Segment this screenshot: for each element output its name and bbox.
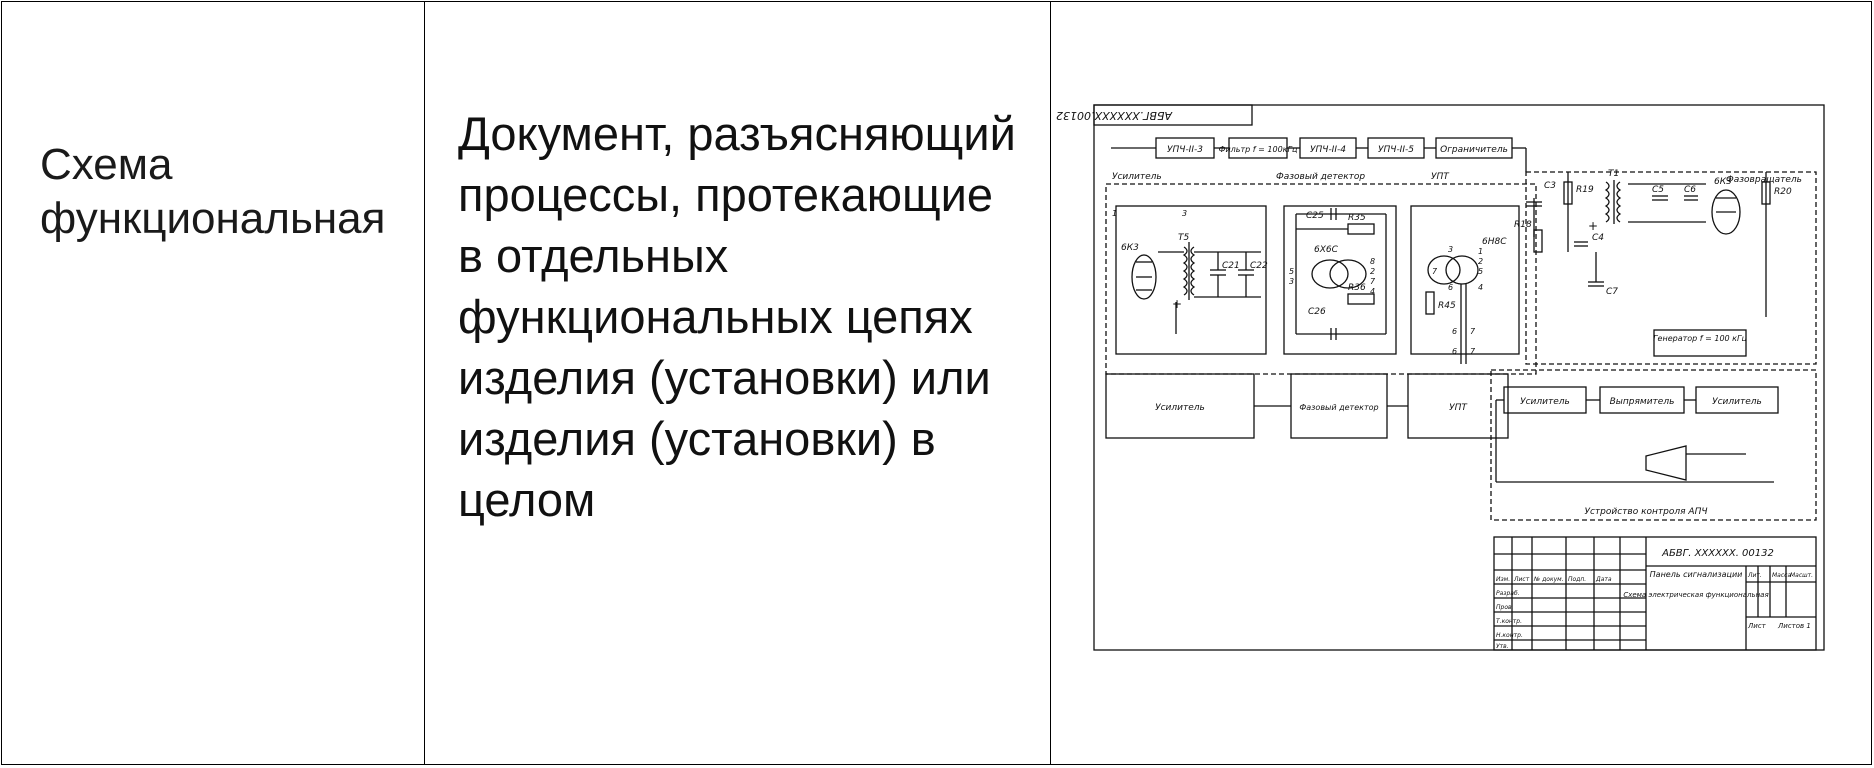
apc-block-amplifier-1: Усилитель (1520, 397, 1570, 407)
lower-block-amplifier: Усилитель (1155, 403, 1205, 413)
component-label: 6Н8С (1482, 237, 1507, 247)
chain-block-2: Фильтр f = 100кГц (1219, 145, 1298, 154)
component-label: 6Х6С (1314, 245, 1339, 255)
pin-label: 2 (1370, 267, 1375, 276)
title-block-role: Пров. (1496, 604, 1514, 611)
section-label-upt: УПТ (1431, 172, 1450, 182)
title-block-mass: Масса (1772, 572, 1791, 579)
column-divider-1 (424, 1, 425, 765)
schematic-drawing: АБВГ.XXXXXX.00132 УПЧ-II-3 Фильтр f = 10… (1056, 102, 1834, 662)
pin-label: 3 (1289, 277, 1294, 286)
component-label: C3 (1544, 181, 1556, 191)
pin-label: 7 (1470, 347, 1476, 356)
pin-label: 8 (1370, 257, 1375, 266)
schematic-svg: АБВГ.XXXXXX.00132 УПЧ-II-3 Фильтр f = 10… (1056, 104, 1825, 651)
component-label: R35 (1348, 213, 1366, 223)
title-block-sheets: Листов 1 (1777, 622, 1811, 630)
column-divider-2 (1050, 1, 1051, 765)
title-block-lit: Лит. (1747, 572, 1762, 579)
generator-label: Генератор f = 100 кГц (1653, 334, 1747, 343)
component-label: R36 (1348, 283, 1366, 293)
pin-label: 5 (1289, 267, 1294, 276)
term-cell: Схема функциональная (40, 140, 386, 243)
title-block-header: Лист (1513, 576, 1530, 583)
component-label: C6 (1684, 185, 1696, 195)
stamp-top-text: АБВГ.XXXXXX.00132 (1056, 109, 1173, 122)
component-label: 6К3 (1714, 177, 1732, 187)
component-label: C22 (1250, 261, 1268, 271)
lower-block-upt: УПТ (1449, 403, 1468, 413)
title-block-role: Н.контр. (1496, 632, 1523, 639)
title-block-role: Утв. (1496, 643, 1509, 650)
pin-label: 5 (1478, 267, 1483, 276)
pin-label: 7 (1432, 267, 1438, 276)
pin-label: 6 (1452, 327, 1457, 336)
section-label-phase-shifter: Фазовращатель (1726, 175, 1802, 185)
pin-label: 6 (1448, 283, 1453, 292)
title-block-doc-type: Схема электрическая функциональная (1623, 591, 1768, 599)
title-block-code: АБВГ. XXXXXX. 00132 (1661, 548, 1774, 559)
chain-block-1: УПЧ-II-3 (1167, 145, 1203, 155)
title-block-header: Изм. (1496, 576, 1510, 583)
pin-label: 6 (1452, 347, 1457, 356)
title-block-role: Разраб. (1496, 590, 1520, 597)
chain-block-4: УПЧ-II-5 (1378, 145, 1414, 155)
pin-label: 7 (1370, 277, 1376, 286)
component-label: R20 (1774, 187, 1792, 197)
component-label: T1 (1608, 169, 1619, 179)
drawing-frame (1093, 104, 1825, 651)
apc-block-rectifier: Выпрямитель (1610, 397, 1675, 407)
component-label: C26 (1308, 307, 1326, 317)
chain-block-3: УПЧ-II-4 (1310, 145, 1346, 155)
pin-label: + (1588, 219, 1598, 233)
component-label: C25 (1306, 211, 1324, 221)
component-label: R18 (1514, 220, 1532, 230)
component-label: C5 (1652, 185, 1664, 195)
title-block-header: Дата (1595, 576, 1612, 583)
pin-label: 3 (1182, 209, 1187, 218)
component-label: Т5 (1178, 233, 1189, 243)
section-label-phase-detector: Фазовый детектор (1276, 172, 1365, 182)
section-label-amplifier: Усилитель (1112, 172, 1162, 182)
pin-label: 4 (1370, 287, 1375, 296)
title-block-role: Т.контр. (1496, 618, 1522, 625)
chain-block-5: Ограничитель (1440, 145, 1508, 155)
apc-title: Устройство контроля АПЧ (1584, 507, 1707, 517)
component-label: C4 (1592, 233, 1604, 243)
apc-block-amplifier-2: Усилитель (1712, 397, 1762, 407)
component-label: 6К3 (1121, 243, 1139, 253)
title-block-sheet: Лист (1747, 622, 1767, 630)
pin-label: 1 (1112, 209, 1117, 218)
pin-label: 7 (1470, 327, 1476, 336)
pin-label: + (1172, 297, 1182, 311)
component-label: C7 (1606, 287, 1618, 297)
pin-label: 2 (1478, 257, 1483, 266)
pin-label: 3 (1448, 245, 1453, 254)
title-block-header: № докум. (1533, 576, 1564, 583)
component-label: R45 (1438, 301, 1456, 311)
pin-label: 4 (1478, 283, 1483, 292)
title-block-header: Подп. (1568, 576, 1586, 583)
definition-cell: Документ, разъясняющий процессы, протека… (458, 107, 1016, 526)
lower-block-phase-detector: Фазовый детектор (1299, 403, 1378, 412)
title-block-scale: Масшт. (1790, 572, 1813, 579)
title-block-name: Панель сигнализации (1650, 570, 1743, 579)
pin-label: 1 (1478, 247, 1483, 256)
component-label: C21 (1222, 261, 1240, 271)
component-label: R19 (1576, 185, 1594, 195)
